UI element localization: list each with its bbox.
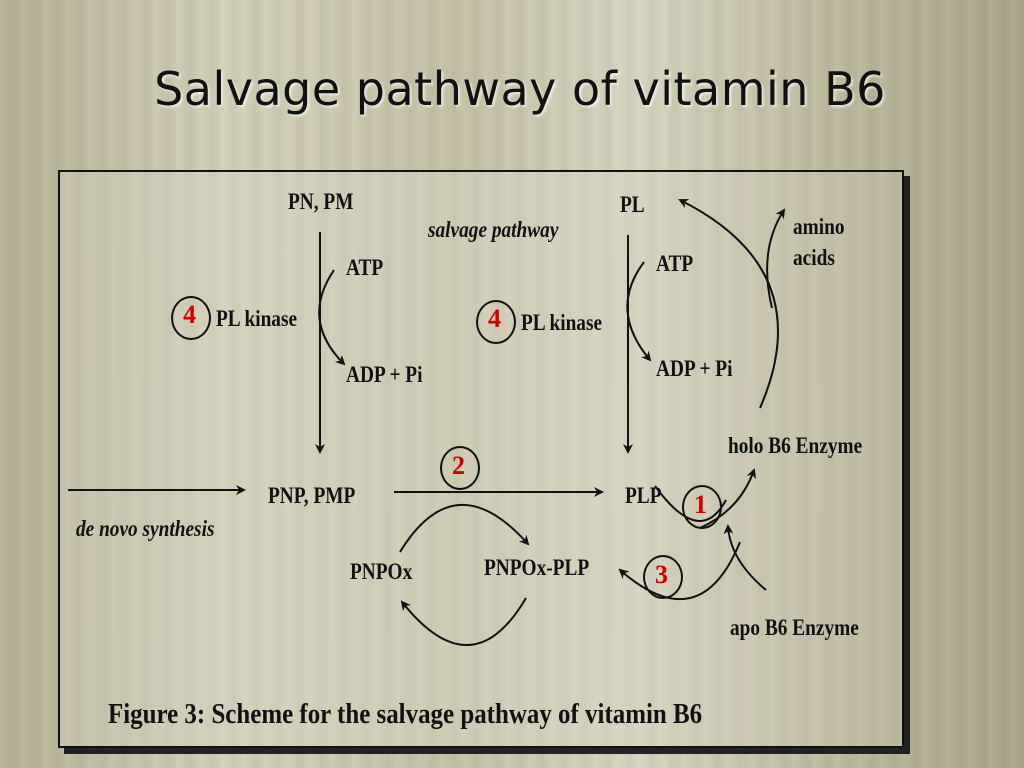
figure-caption: Figure 3: Scheme for the salvage pathway… bbox=[108, 698, 703, 730]
slide-title: Salvage pathway of vitamin B6 bbox=[154, 62, 886, 116]
step-circle-kinase-left bbox=[171, 296, 211, 340]
step-number-kinase-left: 4 bbox=[183, 300, 196, 329]
step-circle-kinase-right bbox=[476, 300, 516, 344]
label-plp: PLP bbox=[625, 483, 662, 508]
label-pnp-pmp: PNP, PMP bbox=[268, 483, 356, 508]
arrow-release-to-plp bbox=[618, 541, 741, 601]
figure-frame bbox=[58, 170, 904, 748]
arrow-bind-to-holo bbox=[699, 468, 757, 529]
label-pnpox-plp: PNPOx-PLP bbox=[484, 555, 590, 580]
step-number-enzyme-bind: 1 bbox=[694, 490, 707, 519]
arrow-atp-to-adp-left bbox=[318, 269, 346, 366]
step-number-oxidase: 2 bbox=[452, 451, 465, 480]
step-number-enzyme-release: 3 bbox=[655, 560, 668, 589]
label-pl: PL bbox=[620, 192, 645, 217]
step-number-kinase-right: 4 bbox=[488, 304, 501, 333]
arrow-apo-branch bbox=[723, 524, 767, 591]
arrow-atp-to-adp-right bbox=[626, 261, 652, 362]
arrow-to-amino-acids bbox=[766, 208, 786, 309]
label-atp-right: ATP bbox=[656, 251, 694, 276]
step-circle-oxidase bbox=[440, 446, 480, 490]
arrow-pnpox-to-pnpoxplp bbox=[399, 504, 530, 553]
label-pn-pm: PN, PM bbox=[288, 189, 354, 214]
step-circle-enzyme-release bbox=[643, 555, 683, 599]
label-salvage-pathway: salvage pathway bbox=[428, 217, 559, 242]
label-pnpox: PNPOx bbox=[350, 559, 413, 584]
label-atp-left: ATP bbox=[346, 255, 384, 280]
arrow-pnpoxplp-to-pnpox bbox=[400, 597, 527, 646]
label-adp-right: ADP + Pi bbox=[656, 356, 733, 381]
label-de-novo-synthesis: de novo synthesis bbox=[76, 516, 215, 541]
arrow-plp-to-holo bbox=[654, 485, 727, 522]
label-pl-kinase-left: PL kinase bbox=[216, 306, 298, 331]
label-pl-kinase-right: PL kinase bbox=[521, 310, 603, 335]
label-adp-left: ADP + Pi bbox=[346, 362, 423, 387]
label-amino-acids-line1: amino bbox=[793, 214, 845, 239]
label-amino-acids-line2: acids bbox=[793, 245, 835, 270]
label-holo-enzyme: holo B6 Enzyme bbox=[728, 433, 863, 458]
label-apo-enzyme: apo B6 Enzyme bbox=[730, 615, 859, 640]
arrow-holo-to-pl bbox=[678, 199, 779, 409]
